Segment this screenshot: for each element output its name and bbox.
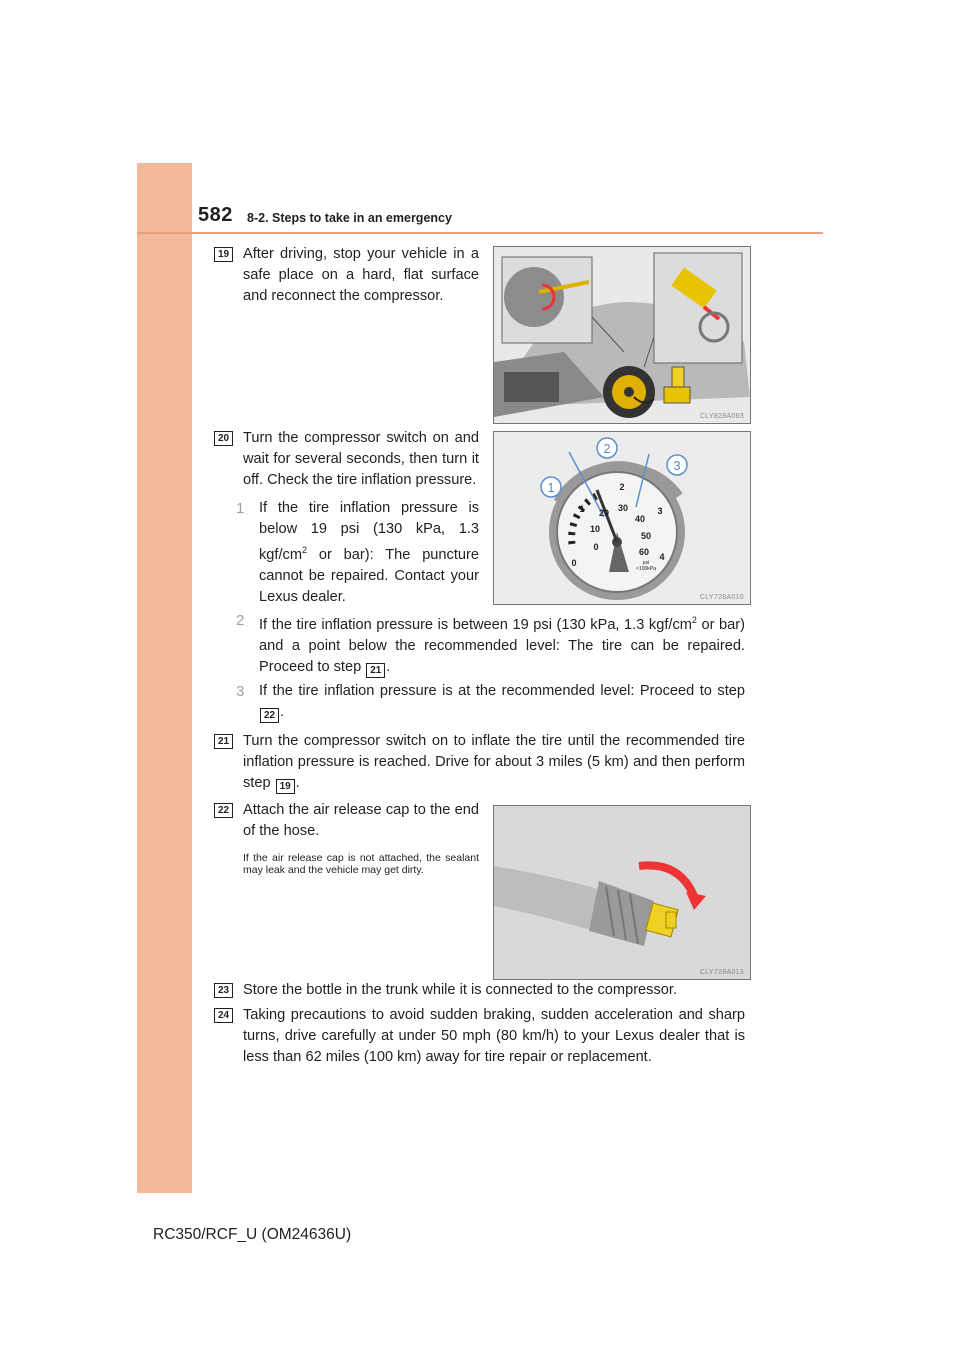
header-rule	[137, 232, 823, 234]
item-2-text-b: or bar) and a point below the recommende…	[259, 616, 745, 675]
step-23-text: Store the bottle in the trunk while it i…	[243, 982, 677, 998]
step-badge-22: 22	[214, 803, 233, 818]
step-badge-21: 21	[214, 734, 233, 749]
step-20-text: Turn the compressor switch on and wait f…	[243, 430, 479, 488]
step-ref-19[interactable]: 19	[275, 779, 295, 794]
section-title: 8-2. Steps to take in an emergency	[247, 211, 452, 225]
item-2-end: .	[386, 658, 391, 675]
hose-cap-illustration	[494, 806, 750, 979]
figure-pressure-gauge: 1 2 3 0 1 2 3 4 0 10 20 30 40 50 60 psi …	[493, 431, 751, 605]
item-number-1: 1	[236, 500, 245, 517]
callout-3: 3	[673, 458, 680, 473]
item-1-sup: 2	[301, 545, 307, 555]
outer-tick-4: 4	[659, 552, 664, 562]
unit-kpa: ×100kPa	[636, 566, 656, 572]
step-badge-23: 23	[214, 983, 233, 998]
side-tab	[137, 163, 192, 1193]
callout-2: 2	[603, 441, 610, 456]
step-21-end: .	[295, 775, 300, 791]
inner-tick-20: 20	[599, 508, 609, 518]
inner-tick-30: 30	[618, 503, 628, 513]
inner-tick-50: 50	[641, 531, 651, 541]
step-ref-21[interactable]: 21	[366, 662, 386, 678]
outer-tick-3: 3	[657, 506, 662, 516]
car-illustration	[494, 247, 750, 423]
outer-tick-0: 0	[571, 558, 576, 568]
step-22-note: If the air release cap is not attached, …	[243, 852, 479, 876]
item-2-sup: 2	[691, 615, 697, 625]
step-badge-24: 24	[214, 1008, 233, 1023]
step-22-text: Attach the air release cap to the end of…	[243, 802, 479, 839]
item-3-text-a: If the tire inflation pressure is at the…	[259, 683, 745, 699]
figure-air-release-cap: CLY728A013	[493, 805, 751, 980]
inner-tick-10: 10	[590, 524, 600, 534]
item-2-text-a: If the tire inflation pressure is betwee…	[259, 616, 692, 633]
item-2-text: If the tire inflation pressure is betwee…	[259, 610, 745, 678]
figure-code: CLY828A063	[699, 413, 744, 420]
item-number-3: 3	[236, 683, 245, 700]
item-1-text: If the tire inflation pressure is below …	[259, 498, 479, 608]
pressure-gauge: 1 2 3 0 1 2 3 4 0 10 20 30 40 50 60 psi …	[494, 432, 750, 604]
figure-code: CLY728A010	[699, 594, 744, 601]
step-21-text: Turn the compressor switch on to inflate…	[243, 731, 745, 794]
item-3-text: If the tire inflation pressure is at the…	[259, 681, 745, 723]
step-21-body: Turn the compressor switch on to inflate…	[243, 733, 745, 791]
outer-tick-2: 2	[619, 482, 624, 492]
step-24-text: Taking precautions to avoid sudden braki…	[243, 1007, 745, 1065]
outer-tick-1: 1	[579, 504, 584, 514]
item-number-2: 2	[236, 612, 245, 629]
figure-reconnect-compressor: CLY828A063	[493, 246, 751, 424]
callout-1: 1	[547, 480, 554, 495]
figure-code: CLY728A013	[699, 969, 744, 976]
page-number: 582	[198, 204, 233, 226]
step-badge-19: 19	[214, 247, 233, 262]
unit-psi: psi	[643, 560, 649, 566]
inner-tick-60: 60	[639, 547, 649, 557]
step-ref-22[interactable]: 22	[260, 708, 279, 723]
step-badge-20: 20	[214, 431, 233, 446]
inner-tick-40: 40	[635, 514, 645, 524]
item-1-text-b: or bar): The puncture cannot be repaired…	[259, 546, 479, 605]
item-1-text-a: If the tire inflation pressure is below …	[259, 500, 479, 563]
item-3-end: .	[280, 704, 285, 720]
inner-tick-0: 0	[593, 542, 598, 552]
footer-model: RC350/RCF_U (OM24636U)	[153, 1226, 352, 1243]
step-19-text: After driving, stop your vehicle in a sa…	[243, 246, 479, 304]
